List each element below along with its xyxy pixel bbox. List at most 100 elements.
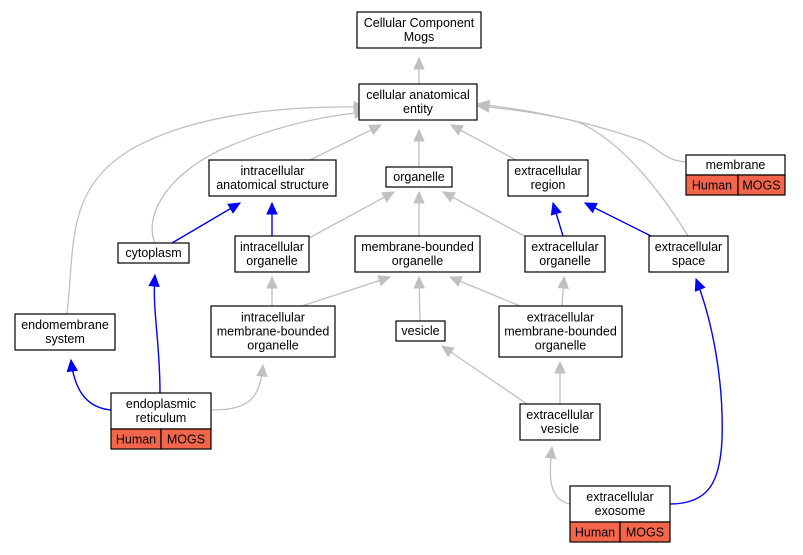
node-label: intracellular [241, 164, 305, 178]
edge-endomembrane-system-to-cellular-anatomical-entity [66, 101, 367, 315]
node-box [358, 83, 478, 121]
is-a-line [442, 191, 529, 239]
edge-extracellular-space-to-extracellular-region [583, 202, 652, 237]
badge-box [160, 428, 212, 450]
is-a-arrowhead [557, 275, 569, 289]
node-label: organelle [246, 254, 297, 268]
node-organelle[interactable]: organelle [385, 166, 453, 188]
badge-label: MOGS [742, 179, 780, 193]
part-of-arrowhead [266, 201, 278, 215]
edge-extracellular-exosome-to-extracellular-space [669, 277, 723, 505]
edge-cellular-anatomical-entity-to-root [413, 56, 425, 84]
node-label: organelle [539, 254, 590, 268]
badge-label: Human [575, 526, 615, 540]
node-box [354, 235, 481, 273]
badge-mogs[interactable]: MOGS [737, 174, 786, 196]
node-label: Cellular Component [364, 16, 475, 30]
is-a-arrowhead [266, 275, 278, 289]
is-a-arrowhead [256, 363, 268, 377]
node-vesicle[interactable]: vesicle [395, 320, 446, 342]
badge-mogs[interactable]: MOGS [619, 521, 671, 543]
node-label: entity [403, 102, 434, 116]
is-a-line [441, 345, 528, 405]
badge-label: MOGS [626, 526, 664, 540]
part-of-arrowhead [694, 277, 706, 292]
node-label: region [531, 178, 566, 192]
badge-mogs[interactable]: MOGS [160, 428, 212, 450]
node-label: organelle [392, 254, 443, 268]
is-a-arrowhead [441, 345, 455, 358]
part-of-line [70, 359, 112, 411]
node-label: Mogs [404, 30, 435, 44]
is-a-line [309, 124, 382, 161]
badge-human[interactable]: Human [685, 174, 739, 196]
is-a-arrowhead [449, 124, 464, 136]
edge-endoplasmic-reticulum-to-cytoplasm [148, 273, 161, 394]
is-a-arrowhead [381, 191, 396, 203]
node-label: intracellular [240, 240, 304, 254]
is-a-line [477, 103, 689, 237]
is-a-arrowhead [413, 56, 425, 70]
node-label: endomembrane [21, 318, 109, 332]
node-label: extracellular [526, 408, 593, 422]
edge-extracellular-vesicle-to-vesicle [441, 345, 528, 405]
part-of-line [669, 278, 723, 505]
node-label: intracellular [241, 311, 305, 325]
node-label: extracellular [655, 240, 722, 254]
is-a-arrowhead [413, 190, 425, 204]
node-label: vesicle [541, 422, 579, 436]
node-label: cellular anatomical [366, 88, 470, 102]
is-a-arrowhead [368, 124, 383, 136]
node-label: organelle [247, 339, 298, 353]
badge-human[interactable]: Human [110, 428, 162, 450]
node-label: membrane [706, 158, 766, 172]
badge-label: Human [692, 179, 732, 193]
edge-endoplasmic-reticulum-to-intracellular-membrane-bounded-organelle [210, 363, 268, 411]
badge-label: Human [116, 433, 156, 447]
node-box [356, 11, 482, 49]
node-box [569, 485, 671, 523]
badge-box [619, 521, 671, 543]
is-a-arrowhead [448, 276, 463, 287]
node-label: anatomical structure [216, 178, 329, 192]
node-box [234, 235, 310, 273]
node-label: extracellular [514, 164, 581, 178]
part-of-arrowhead [550, 201, 562, 216]
node-label: endoplasmic [126, 397, 196, 411]
part-of-arrowhead [583, 202, 598, 214]
is-a-arrowhead [544, 445, 557, 460]
edges-layer [66, 56, 723, 505]
node-label: exosome [595, 504, 646, 518]
part-of-line [153, 274, 161, 394]
edge-extracellular-organelle-to-organelle [441, 191, 529, 239]
node-label: membrane-bounded [504, 325, 617, 339]
node-cytoplasm[interactable]: cytoplasm [117, 242, 190, 264]
part-of-line [584, 202, 652, 237]
node-label: extracellular [527, 311, 594, 325]
badge-human[interactable]: Human [569, 521, 621, 543]
badge-label: MOGS [167, 433, 205, 447]
node-label: membrane-bounded [361, 240, 474, 254]
node-box [498, 305, 623, 358]
node-box [648, 235, 729, 273]
part-of-arrowhead [148, 273, 160, 287]
is-a-arrowhead [476, 99, 491, 112]
is-a-arrowhead [554, 360, 566, 374]
